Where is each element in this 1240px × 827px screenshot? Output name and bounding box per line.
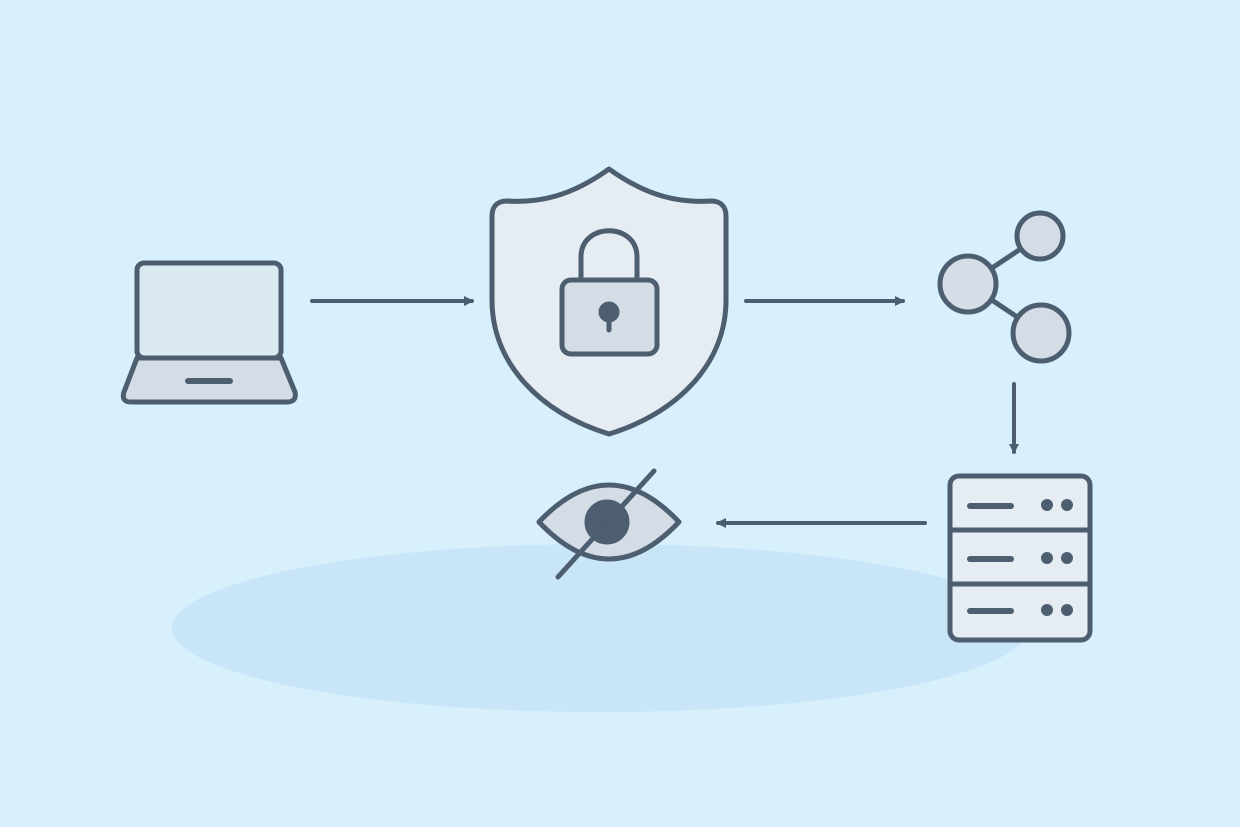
server-rack-icon	[947, 473, 1093, 643]
ground-shadow	[172, 544, 1028, 712]
lock-shackle	[578, 228, 640, 285]
share-network-icon	[937, 210, 1072, 364]
shield-lock-icon	[489, 166, 729, 437]
eye-off-icon	[536, 468, 682, 580]
laptop-icon	[120, 260, 298, 405]
